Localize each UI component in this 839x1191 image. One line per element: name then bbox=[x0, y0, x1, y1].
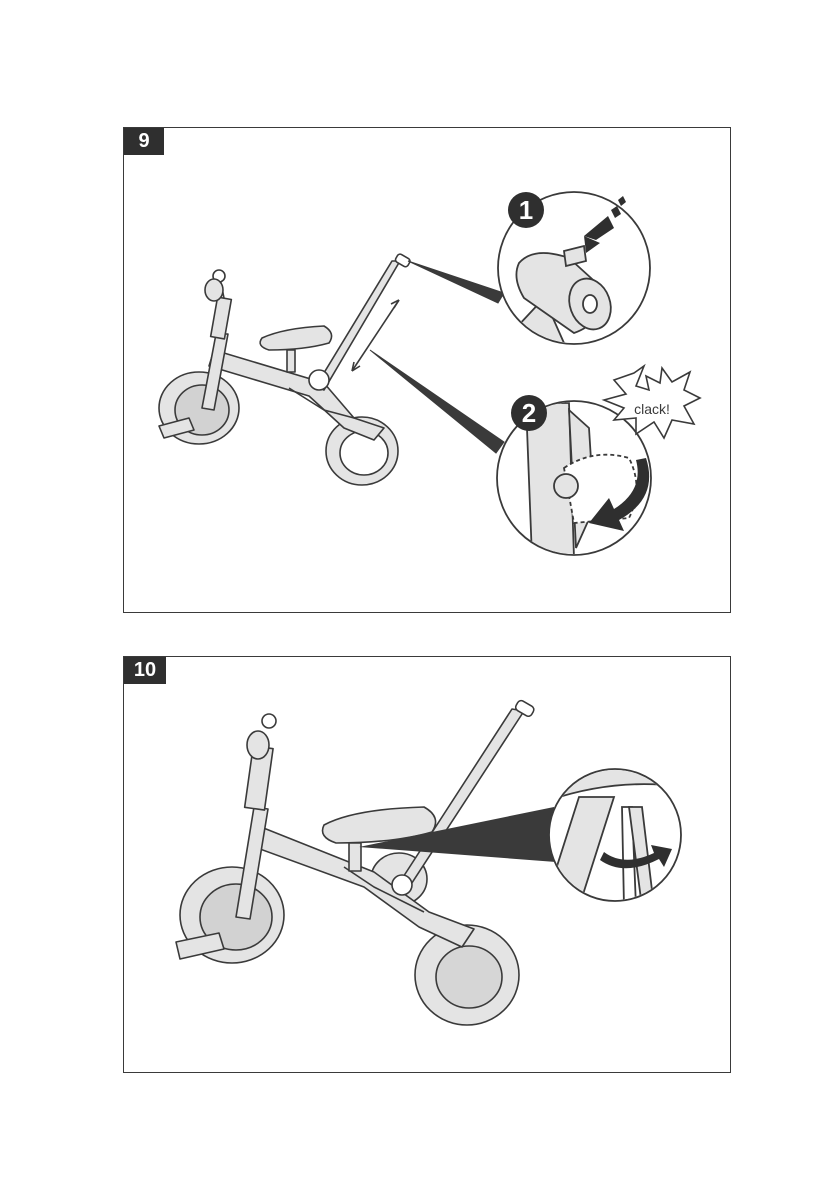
marker-1-label: 1 bbox=[519, 195, 533, 225]
handlebar-grip-icon bbox=[205, 279, 223, 301]
adjust-arrow-icon bbox=[352, 300, 399, 371]
clack-text: clack! bbox=[634, 401, 670, 417]
step-10-panel: 10 bbox=[123, 656, 731, 1073]
handlebar-stem-icon bbox=[211, 297, 232, 339]
push-bar-icon bbox=[316, 261, 400, 390]
marker-2-label: 2 bbox=[522, 398, 536, 428]
push-bar-icon bbox=[396, 709, 524, 892]
handlebar-grip-icon bbox=[247, 731, 269, 759]
step-9-illustration: 1 2 clack! bbox=[124, 128, 732, 614]
seat-icon bbox=[260, 326, 331, 350]
zoom-detail-strap bbox=[544, 759, 684, 907]
step-10-illustration bbox=[124, 657, 732, 1074]
step-9-panel: 9 bbox=[123, 127, 731, 613]
